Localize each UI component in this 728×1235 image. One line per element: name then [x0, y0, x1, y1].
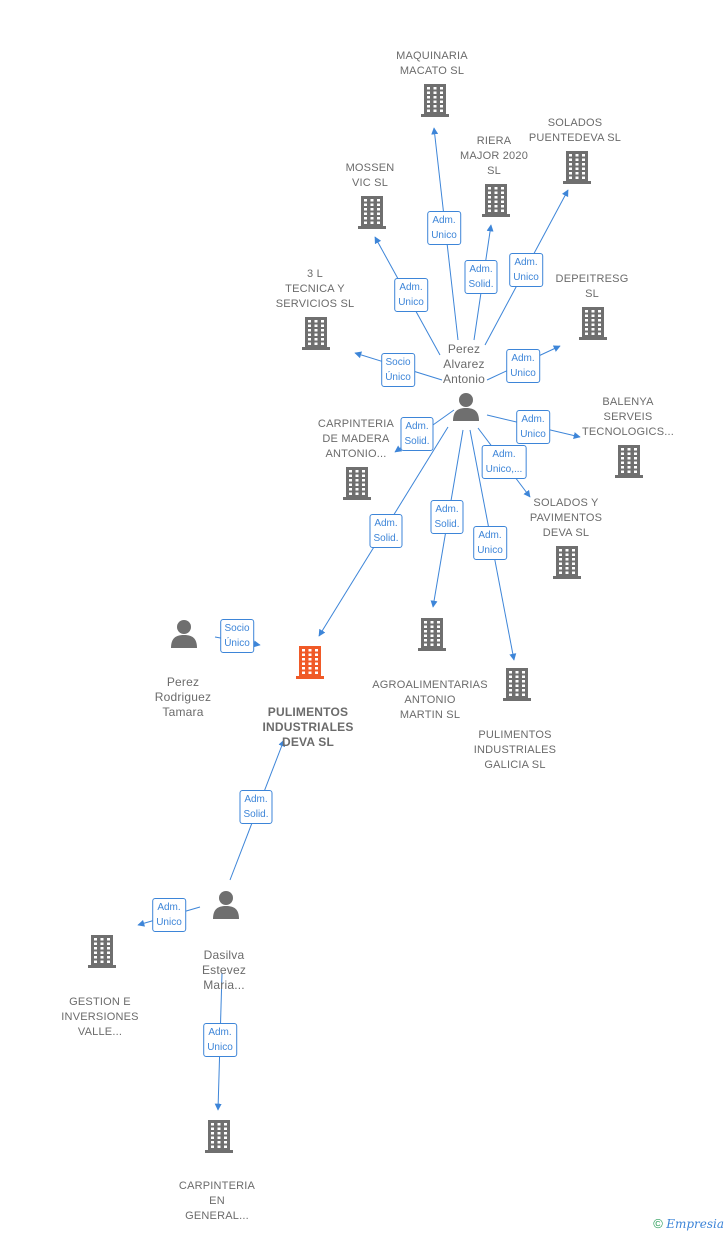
node-icon-solados_p[interactable]: [517, 150, 637, 184]
node-balenya[interactable]: BALENYA SERVEIS TECNOLOGICS...: [568, 395, 688, 440]
node-label: GESTION E INVERSIONES VALLE...: [61, 996, 139, 1038]
node-icon-solados_pav[interactable]: [507, 545, 627, 579]
node-icon-pulimentos_deva[interactable]: [250, 645, 370, 679]
node-label: Perez Alvarez Antonio: [442, 342, 486, 386]
node-icon-dasilva[interactable]: [166, 889, 286, 919]
relation-label[interactable]: Adm. Solid.: [400, 417, 434, 451]
node-mossen[interactable]: MOSSEN VIC SL: [310, 161, 430, 191]
node-pulimentos_deva[interactable]: PULIMENTOS INDUSTRIALES DEVA SL: [248, 705, 368, 750]
node-label: CARPINTERIA EN GENERAL...: [178, 1180, 256, 1222]
main-company-building-icon: [296, 646, 324, 679]
relation-label[interactable]: Socio Único: [381, 353, 415, 387]
node-gestion[interactable]: GESTION E INVERSIONES VALLE...: [40, 995, 160, 1040]
copyright-symbol: ©: [653, 1216, 663, 1231]
node-icon-maquinaria[interactable]: [375, 83, 495, 117]
node-icon-balenya[interactable]: [569, 444, 689, 478]
node-label: PULIMENTOS INDUSTRIALES DEVA SL: [262, 705, 354, 749]
node-riera[interactable]: RIERA MAJOR 2020 SL: [434, 134, 554, 179]
relation-label[interactable]: Adm. Solid.: [464, 260, 498, 294]
node-solados_pav[interactable]: SOLADOS Y PAVIMENTOS DEVA SL: [506, 496, 626, 541]
node-label: DEPEITRESG SL: [555, 273, 629, 300]
building-icon: [553, 546, 581, 579]
node-label: PULIMENTOS INDUSTRIALES GALICIA SL: [473, 729, 557, 771]
node-icon-agro[interactable]: [372, 617, 492, 651]
relation-label[interactable]: Socio Único: [220, 619, 254, 653]
node-label: BALENYA SERVEIS TECNOLOGICS...: [581, 396, 675, 438]
node-dasilva[interactable]: Dasilva Estevez Maria...: [164, 948, 284, 993]
person-icon: [213, 891, 239, 919]
node-label: MOSSEN VIC SL: [345, 162, 395, 189]
footer: © Empresia: [653, 1216, 724, 1231]
relation-label[interactable]: Adm. Unico: [509, 253, 543, 287]
node-label: SOLADOS Y PAVIMENTOS DEVA SL: [529, 497, 603, 539]
building-icon: [482, 184, 510, 217]
relation-label[interactable]: Adm. Solid.: [430, 500, 464, 534]
building-icon: [343, 467, 371, 500]
relation-label[interactable]: Adm. Unico: [427, 211, 461, 245]
node-icon-perez_alv[interactable]: [406, 391, 526, 421]
building-icon: [503, 668, 531, 701]
relation-label[interactable]: Adm. Unico: [516, 410, 550, 444]
node-3l[interactable]: 3 L TECNICA Y SERVICIOS SL: [255, 267, 375, 312]
node-icon-gestion[interactable]: [42, 934, 162, 968]
node-perez_alv[interactable]: Perez Alvarez Antonio: [404, 342, 524, 387]
relation-label[interactable]: Adm. Unico: [506, 349, 540, 383]
node-icon-pulimentos_gal[interactable]: [457, 667, 577, 701]
relation-label[interactable]: Adm. Unico: [394, 278, 428, 312]
building-icon: [88, 935, 116, 968]
node-label: AGROALIMENTARIAS ANTONIO MARTIN SL: [372, 679, 488, 721]
node-label: CARPINTERIA DE MADERA ANTONIO...: [317, 418, 395, 460]
node-depeitresg[interactable]: DEPEITRESG SL: [532, 272, 652, 302]
node-icon-carpinteria_m[interactable]: [297, 466, 417, 500]
node-agro[interactable]: AGROALIMENTARIAS ANTONIO MARTIN SL: [370, 678, 490, 723]
node-label: Dasilva Estevez Maria...: [201, 948, 247, 992]
node-label: MAQUINARIA MACATO SL: [396, 50, 468, 77]
node-perez_rod[interactable]: Perez Rodriguez Tamara: [123, 675, 243, 720]
relation-label[interactable]: Adm. Unico,...: [481, 445, 527, 479]
node-maquinaria[interactable]: MAQUINARIA MACATO SL: [372, 49, 492, 79]
relation-label[interactable]: Adm. Solid.: [369, 514, 403, 548]
person-icon: [453, 393, 479, 421]
node-carpinteria_m[interactable]: CARPINTERIA DE MADERA ANTONIO...: [296, 417, 416, 462]
node-label: SOLADOS PUENTEDEVA SL: [528, 117, 622, 144]
node-icon-3l[interactable]: [256, 316, 376, 350]
building-icon: [418, 618, 446, 651]
node-label: RIERA MAJOR 2020 SL: [459, 135, 529, 177]
node-label: 3 L TECNICA Y SERVICIOS SL: [275, 268, 355, 310]
node-icon-mossen[interactable]: [312, 195, 432, 229]
node-label: Perez Rodriguez Tamara: [154, 675, 212, 719]
relation-label[interactable]: Adm. Unico: [203, 1023, 237, 1057]
brand-logo[interactable]: Empresia: [666, 1217, 724, 1231]
building-icon: [205, 1120, 233, 1153]
building-icon: [358, 196, 386, 229]
node-icon-riera[interactable]: [436, 183, 556, 217]
node-carp_general[interactable]: CARPINTERIA EN GENERAL...: [157, 1179, 277, 1224]
building-icon: [563, 151, 591, 184]
building-icon: [421, 84, 449, 117]
relation-label[interactable]: Adm. Unico: [152, 898, 186, 932]
building-icon: [302, 317, 330, 350]
relation-label[interactable]: Adm. Unico: [473, 526, 507, 560]
node-icon-depeitresg[interactable]: [533, 306, 653, 340]
node-solados_p[interactable]: SOLADOS PUENTEDEVA SL: [515, 116, 635, 146]
node-icon-carp_general[interactable]: [159, 1119, 279, 1153]
building-icon: [579, 307, 607, 340]
building-icon: [615, 445, 643, 478]
node-icon-perez_rod[interactable]: [124, 618, 244, 648]
node-pulimentos_gal[interactable]: PULIMENTOS INDUSTRIALES GALICIA SL: [455, 728, 575, 773]
person-icon: [171, 620, 197, 648]
relation-label[interactable]: Adm. Solid.: [239, 790, 273, 824]
